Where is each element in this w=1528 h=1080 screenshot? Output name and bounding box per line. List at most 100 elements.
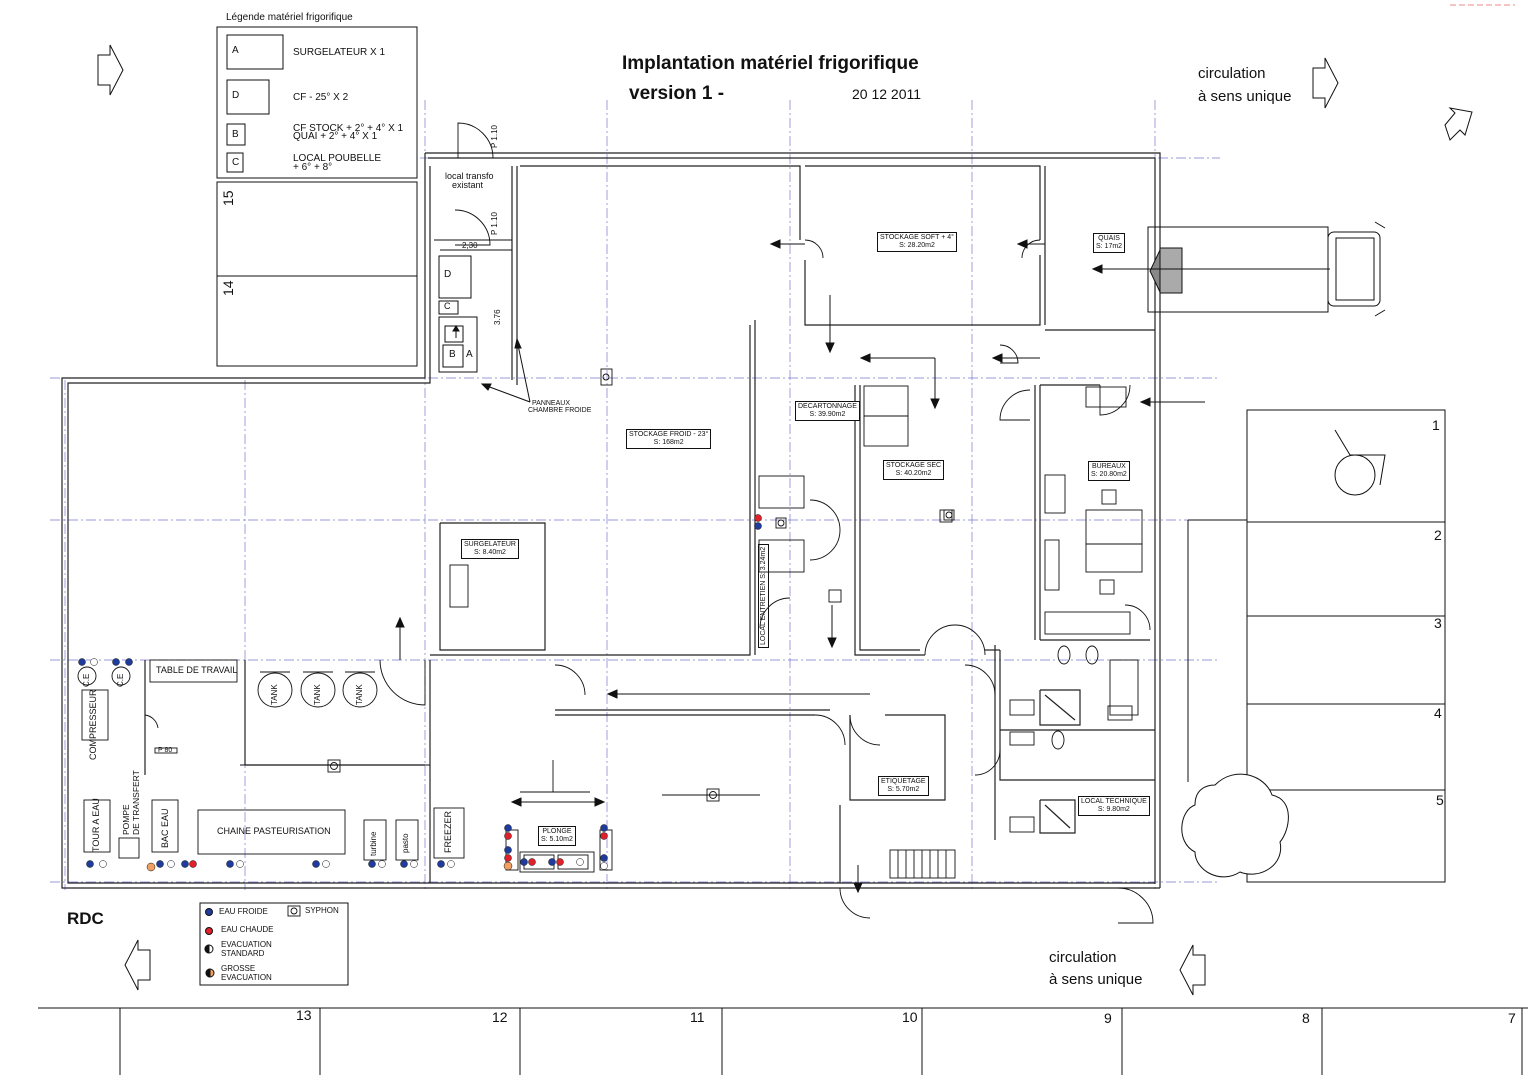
pasto: pasto bbox=[401, 833, 410, 853]
legend-label-b-2: QUAI + 2° + 4° X 1 bbox=[293, 131, 378, 142]
room-surgelateur-name: SURGELATEUR bbox=[464, 541, 516, 548]
parking-number-4: 4 bbox=[1434, 705, 1442, 721]
ce-2: C.E bbox=[116, 673, 125, 687]
pompe-2: DE TRANSFERT bbox=[131, 770, 141, 835]
room-plonge: PLONGE S: 5.10m2 bbox=[538, 826, 576, 847]
room-bureaux-name: BUREAUX bbox=[1091, 463, 1126, 470]
room-quais: QUAIS S: 17m2 bbox=[1093, 233, 1126, 254]
room-quais-area: S: 17m2 bbox=[1096, 243, 1123, 251]
circulation-arrows bbox=[97, 44, 1473, 996]
annex-code-a: A bbox=[466, 349, 473, 360]
legend-grosse-1: GROSSE bbox=[221, 964, 256, 973]
room-plonge-name: PLONGE bbox=[542, 828, 572, 835]
legend-fluids-box bbox=[199, 902, 349, 986]
parking-number-5: 5 bbox=[1436, 792, 1444, 808]
dim-p110-b: P 1.10 bbox=[490, 212, 499, 235]
dim-p110-a: P 1.10 bbox=[490, 125, 499, 148]
legend-label-c-2: + 6° + 8° bbox=[293, 162, 333, 173]
legend-eau-chaude: EAU CHAUDE bbox=[221, 925, 274, 934]
room-bureaux-area: S: 20.80m2 bbox=[1091, 471, 1127, 479]
parking-number-1: 1 bbox=[1432, 417, 1440, 433]
room-bureaux: BUREAUX S: 20.80m2 bbox=[1088, 461, 1130, 482]
bottom-number-13: 13 bbox=[296, 1007, 312, 1023]
door-arcs bbox=[144, 122, 1154, 924]
panneaux-1: PANNEAUX bbox=[532, 400, 570, 407]
panneaux-2: CHAMBRE FROIDE bbox=[528, 407, 592, 414]
room-plonge-area: S: 5.10m2 bbox=[541, 836, 573, 844]
tank-1: TANK bbox=[270, 684, 279, 705]
room-local-technique-name: LOCAL TECHNIQUE bbox=[1081, 798, 1147, 805]
freezer: FREEZER bbox=[443, 810, 453, 853]
dim-p80: P 80 bbox=[158, 747, 173, 754]
dim-230: 2,30 bbox=[462, 241, 478, 250]
circulation-bottom-2: à sens unique bbox=[1049, 971, 1143, 988]
parking-number-3: 3 bbox=[1434, 615, 1442, 631]
local-transfo-1: local transfo bbox=[445, 171, 494, 181]
room-stockage-sec-name: STOCKAGE SEC bbox=[886, 462, 942, 469]
side-boxes bbox=[216, 181, 418, 367]
circulation-bottom-1: circulation bbox=[1049, 949, 1117, 966]
circulation-top-2: à sens unique bbox=[1198, 88, 1292, 105]
furniture bbox=[77, 368, 1143, 917]
compresseur: COMPRESSEUR bbox=[88, 689, 98, 760]
floor-label: RDC bbox=[67, 909, 104, 928]
legend-heading: Légende matériel frigorifique bbox=[226, 12, 353, 23]
room-stockage-sec-area: S: 40.20m2 bbox=[895, 470, 932, 478]
room-quais-name: QUAIS bbox=[1098, 235, 1120, 242]
bottom-number-12: 12 bbox=[492, 1009, 508, 1025]
room-stockage-soft-area: S: 28.20m2 bbox=[899, 242, 935, 250]
legend-code-b: B bbox=[232, 129, 239, 140]
legend-grosse-2: EVACUATION bbox=[221, 973, 272, 982]
legend-evac-std-2: STANDARD bbox=[221, 949, 265, 958]
room-stockage-soft-name: STOCKAGE SOFT + 4° bbox=[880, 234, 954, 241]
bottom-number-8: 8 bbox=[1302, 1010, 1310, 1026]
tree bbox=[1181, 773, 1289, 878]
bottom-number-9: 9 bbox=[1104, 1010, 1112, 1026]
room-stockage-soft: STOCKAGE SOFT + 4° S: 28.20m2 bbox=[877, 232, 957, 253]
legend-code-d: D bbox=[232, 90, 240, 101]
room-etiquetage-area: S: 5.70m2 bbox=[887, 786, 920, 794]
room-decartonnage: DECARTONNAGE S: 39.90m2 bbox=[795, 401, 860, 422]
tank-2: TANK bbox=[313, 684, 322, 705]
annex-code-b: B bbox=[449, 349, 456, 360]
legend-label-c-1: LOCAL POUBELLE bbox=[293, 153, 382, 164]
legend-label-b-1: CF STOCK + 2° + 4° X 1 bbox=[293, 123, 404, 134]
title-date: 20 12 2011 bbox=[852, 86, 922, 102]
table-de-travail: TABLE DE TRAVAIL bbox=[156, 665, 238, 675]
title-line-2: version 1 - bbox=[629, 83, 725, 104]
building-walls bbox=[61, 152, 1161, 889]
tour-a-eau: TOUR A EAU bbox=[91, 798, 101, 852]
annex-code-c: C bbox=[444, 301, 451, 311]
parking-spaces bbox=[1187, 409, 1446, 883]
tank-3: TANK bbox=[355, 684, 364, 705]
dim-376: 3.76 bbox=[493, 309, 502, 325]
bac-eau: BAC EAU bbox=[160, 808, 170, 848]
legend-label-d: CF - 25° X 2 bbox=[293, 92, 349, 103]
room-stockage-froid-name: STOCKAGE FROID - 23° bbox=[629, 431, 709, 438]
side-number-15: 15 bbox=[220, 190, 236, 206]
room-decartonnage-area: S: 39.90m2 bbox=[809, 411, 846, 419]
chaine-pasteurisation: CHAINE PASTEURISATION bbox=[217, 826, 331, 836]
room-etiquetage: ETIQUETAGE S: 5.70m2 bbox=[878, 776, 929, 797]
legend-syphon: SYPHON bbox=[305, 906, 339, 915]
pompe-1: POMPE bbox=[121, 804, 131, 835]
annex-code-d: D bbox=[444, 269, 452, 280]
legend-equipment-box bbox=[216, 26, 418, 179]
fluid-points bbox=[78, 514, 762, 872]
local-transfo-2: existant bbox=[452, 180, 484, 190]
bottom-number-10: 10 bbox=[902, 1009, 918, 1025]
flow-arrows bbox=[395, 239, 1330, 894]
legend-evac-std-1: EVACUATION bbox=[221, 940, 272, 949]
room-surgelateur-area: S: 8.40m2 bbox=[474, 549, 506, 557]
bottom-strip bbox=[38, 1007, 1528, 1075]
ce-1: C.E bbox=[82, 673, 91, 687]
bottom-number-7: 7 bbox=[1508, 1010, 1516, 1026]
title-line-1: Implantation matériel frigorifique bbox=[622, 53, 919, 74]
room-stockage-froid-area: S: 168m2 bbox=[653, 439, 684, 447]
side-number-14: 14 bbox=[220, 280, 236, 296]
legend-label-a: SURGELATEUR X 1 bbox=[293, 47, 386, 58]
annex-equipment bbox=[434, 239, 512, 373]
turbine: turbine bbox=[369, 831, 378, 856]
room-local-entretien: LOCAL ENTRETIEN S: 3.24m2 bbox=[758, 543, 769, 648]
